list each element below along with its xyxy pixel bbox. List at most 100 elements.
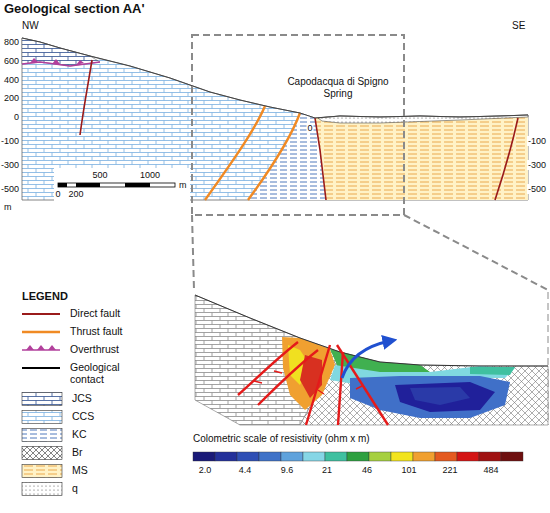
- thrust-fault: [248, 113, 300, 200]
- axis-tick: -100: [527, 136, 547, 146]
- direct-fault: [315, 118, 326, 200]
- scale-value: 9.6: [281, 465, 294, 475]
- legend-sample: [22, 411, 62, 424]
- axis-tick: -300: [1, 160, 19, 170]
- legend-sample: [22, 345, 60, 350]
- color-step: [501, 452, 523, 461]
- resistivity-zone: [410, 387, 470, 405]
- overthrust-teeth: [30, 58, 84, 65]
- axis-tick: -300: [527, 160, 547, 170]
- legend-sample: [22, 393, 62, 406]
- axis-unit: m: [4, 202, 12, 212]
- scale-bar-segment: [125, 183, 150, 187]
- legend-sample: [22, 483, 62, 496]
- fault-line: [238, 342, 298, 395]
- color-step: [413, 452, 435, 461]
- legend-sample: [22, 314, 60, 315]
- scale-title: Colometric scale of resistivity (ohm x m…: [193, 433, 370, 445]
- direct-fault: [495, 118, 518, 200]
- scale-bar-outline: [58, 183, 175, 187]
- overthrust-tooth: [26, 345, 34, 350]
- overthrust-line: [22, 62, 100, 66]
- legend-line-sample: [22, 331, 60, 334]
- overthrust-tooth: [37, 345, 45, 350]
- legend-text: Thrust fault: [70, 325, 123, 337]
- topography-line: [195, 295, 548, 366]
- scale-value: 2.0: [199, 465, 212, 475]
- color-step: [479, 452, 501, 461]
- thrust-fault: [205, 106, 265, 200]
- color-step: [215, 452, 237, 461]
- resistivity-zone: [395, 382, 495, 412]
- color-step: [237, 452, 259, 461]
- flow-arrow: [342, 341, 390, 378]
- legend-pattern-sample: [22, 483, 62, 496]
- color-scale-bar: [193, 452, 523, 461]
- legend-sample: [22, 429, 62, 442]
- scale-bar-segment: [76, 183, 100, 187]
- scale-value: 484: [483, 465, 498, 475]
- legend-text: Direct fault: [70, 307, 120, 319]
- legend-text: JCS: [72, 392, 92, 404]
- jcs-unit: [22, 38, 100, 66]
- figure-title: Geological section AA': [4, 2, 145, 17]
- resistivity-section: [195, 295, 548, 425]
- legend-text: KC: [72, 428, 87, 440]
- scale-label: 500: [92, 170, 107, 180]
- scale-bar-segment: [58, 183, 67, 187]
- legend-pattern-sample: [22, 411, 62, 424]
- scale-ground: [54, 168, 190, 202]
- color-step: [457, 452, 479, 461]
- resistivity-zone: [350, 376, 510, 418]
- fault-lines: [238, 342, 388, 425]
- fault-line: [338, 352, 343, 425]
- axis-tick: 800: [4, 37, 19, 47]
- scale-label: 200: [68, 189, 83, 199]
- zoom-leader: [192, 215, 194, 290]
- scale-bar: [54, 168, 190, 202]
- scale-value: 21: [322, 465, 332, 475]
- legend-text: q: [72, 482, 78, 494]
- fault-motion-ticks: [254, 371, 362, 394]
- legend-pattern-sample: [22, 393, 62, 406]
- legend-pattern-sample: [22, 429, 62, 442]
- fault-line: [258, 350, 318, 405]
- direct-fault: [80, 60, 92, 135]
- axis-tick: 200: [4, 93, 19, 103]
- zoom-frame: [192, 35, 548, 425]
- color-step: [369, 452, 391, 461]
- axis-tick: -500: [1, 184, 19, 194]
- scale-value: 221: [442, 465, 457, 475]
- zoom-leader: [404, 215, 548, 290]
- legend-sample: [22, 368, 60, 369]
- compass-label: SE: [512, 20, 525, 32]
- legend-pattern-sample: [22, 465, 62, 478]
- scale-value: 46: [362, 465, 372, 475]
- scale-unit: m: [179, 180, 187, 190]
- legend-text: Overthrust: [70, 343, 119, 355]
- legend-text: Br: [72, 446, 83, 458]
- fault-line: [337, 345, 388, 425]
- color-step: [259, 452, 281, 461]
- color-step: [281, 452, 303, 461]
- axis-tick: -500: [527, 184, 547, 194]
- fault-line: [306, 345, 330, 425]
- legend-pattern-sample: [22, 447, 62, 460]
- legend-text: MS: [72, 464, 88, 476]
- color-step: [193, 452, 215, 461]
- cross-section: [22, 38, 528, 200]
- ms-unit: [315, 115, 528, 200]
- legend-sample: [22, 465, 62, 478]
- scale-value: 4.4: [239, 465, 252, 475]
- legend-title: LEGEND: [22, 290, 68, 303]
- axis-tick: -100: [1, 136, 19, 146]
- overthrust-tooth: [48, 345, 56, 350]
- axis-tick: 600: [4, 56, 19, 66]
- ccs-unit: [22, 38, 528, 200]
- legend-line-sample: [22, 367, 60, 369]
- legend-sample: [22, 332, 60, 333]
- legend-sample: [22, 447, 62, 460]
- elevation-label: 0: [306, 123, 313, 133]
- axis-tick: 0: [14, 112, 19, 122]
